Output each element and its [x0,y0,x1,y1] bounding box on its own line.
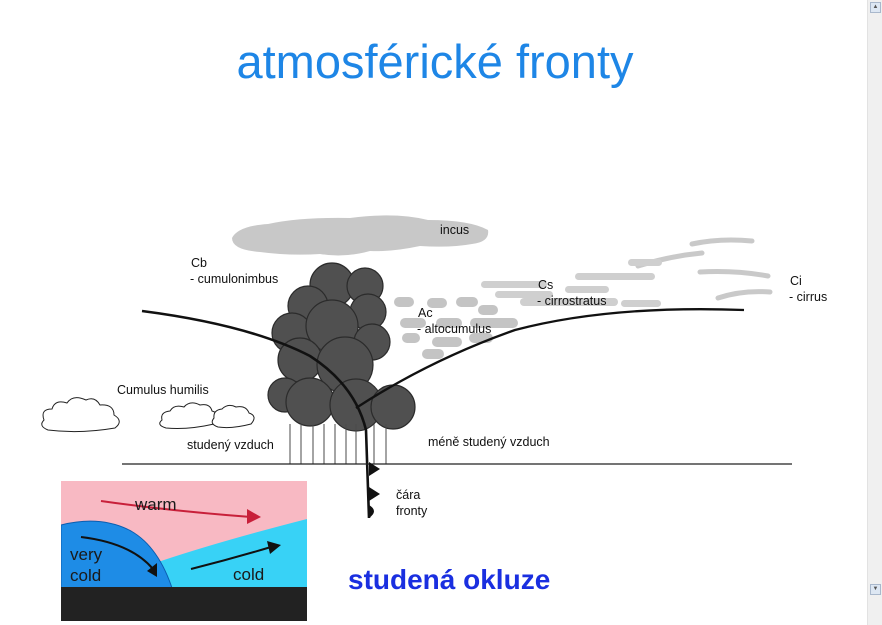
vertical-scrollbar[interactable]: ▲ ▼ [867,0,882,625]
ground-strip [61,587,307,621]
altocumulus-clouds [394,297,518,359]
ac-abbr-label: Ac [418,306,433,320]
cirrus-clouds [635,237,773,301]
ci-abbr-label: Ci [790,274,802,288]
ci-name-label: - cirrus [789,290,828,304]
occlusion-inset: warm very cold cold [61,481,307,621]
precipitation [289,424,387,464]
cs-abbr-label: Cs [538,278,554,292]
less-cold-air-label: méně studený vzduch [428,435,550,449]
cold-air-label: studený vzduch [187,438,274,452]
cs-name-label: - cirrostratus [537,294,607,308]
cb-abbr-label: Cb [191,256,207,270]
cold-arrow-icon [267,541,281,554]
subtitle: studená okluze [348,564,551,595]
scroll-down-icon[interactable]: ▼ [870,584,881,595]
incus-anvil [232,215,489,256]
warm-arrow-icon [247,509,261,524]
cumulus-humilis [41,397,255,433]
ac-name-label: - altocumulus [417,322,492,336]
warm-front-surface [355,308,745,409]
very-cold-label-1: very [70,545,103,564]
cold-front-surface [141,309,371,519]
front-line-label-1: čára [396,488,421,502]
very-cold-label-2: cold [70,566,102,585]
cumulus-label: Cumulus humilis [117,383,209,397]
scroll-up-icon[interactable]: ▲ [870,2,881,13]
front-line-label-2: fronty [396,504,428,518]
warm-label: warm [135,495,177,514]
very-cold-arrow-icon [147,563,157,577]
page-title: atmosférické fronty [236,35,634,88]
front-symbols [369,462,380,518]
cold-label: cold [233,565,265,584]
cb-name-label: - cumulonimbus [190,272,279,286]
cirrostratus-clouds [481,259,662,307]
occlusion-illustration [61,481,307,621]
incus-label: incus [440,223,470,237]
